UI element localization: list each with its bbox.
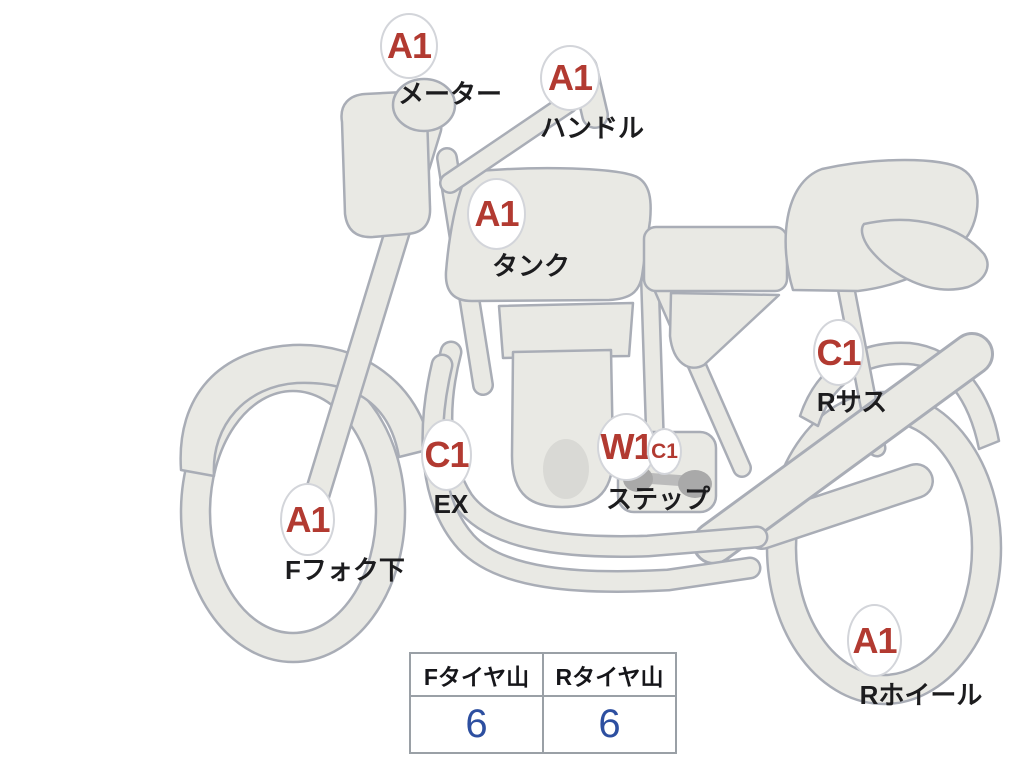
part-label-tank: タンク bbox=[491, 251, 571, 281]
front-tire-tread-value: 6 bbox=[409, 695, 544, 754]
part-label-step: ステップ bbox=[605, 484, 711, 514]
tire-tread-header-row: Fタイヤ山 Rタイヤ山 bbox=[409, 652, 677, 697]
grade-badge-r-sus: C1 bbox=[813, 319, 864, 386]
tire-tread-table: Fタイヤ山 Rタイヤ山 6 6 bbox=[409, 652, 677, 754]
grade-badge-ex: C1 bbox=[421, 419, 472, 491]
grade-badge-meter: A1 bbox=[380, 13, 438, 79]
part-label-r-wheel: Rホイール bbox=[859, 680, 983, 710]
speedometer-icon bbox=[391, 77, 457, 133]
part-label-r-sus: Rサス bbox=[816, 387, 888, 417]
grade-badge-tank: A1 bbox=[467, 178, 526, 250]
grade-badge-step-sub: C1 bbox=[647, 428, 682, 475]
part-label-meter: メーター bbox=[397, 79, 503, 109]
tire-tread-value-row: 6 6 bbox=[409, 695, 677, 754]
part-label-handle: ハンドル bbox=[539, 113, 645, 143]
rear-tire-header: Rタイヤ山 bbox=[542, 652, 677, 697]
swingarm-icon bbox=[692, 332, 994, 565]
grade-badge-f-fork-lower: A1 bbox=[280, 483, 335, 556]
front-tire-header: Fタイヤ山 bbox=[409, 652, 544, 697]
seat-icon bbox=[642, 158, 989, 369]
grade-badge-r-wheel: A1 bbox=[847, 604, 902, 677]
muffler-icon bbox=[744, 463, 934, 550]
grade-badge-handle: A1 bbox=[540, 45, 600, 111]
part-label-ex: EX bbox=[433, 489, 469, 519]
rear-tire-tread-value: 6 bbox=[542, 695, 677, 754]
part-label-f-fork-lower: Fフォク下 bbox=[285, 555, 405, 585]
